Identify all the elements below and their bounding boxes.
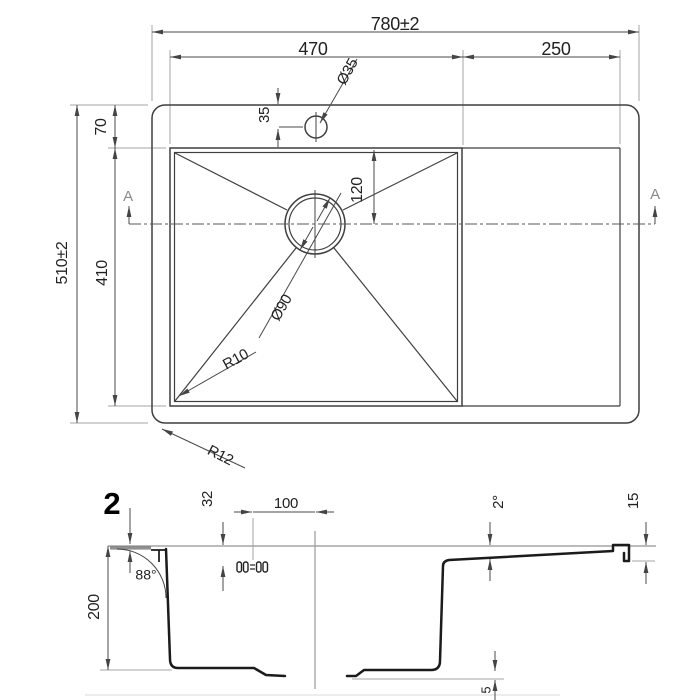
dim-text-drain-diameter: Ø90: [267, 292, 295, 324]
drain-diameter-leader: [258, 192, 342, 339]
section-marker-a-right: A: [650, 186, 660, 203]
corner-radius-leader: [161, 428, 246, 469]
dim-text-base-recess: 5: [478, 686, 493, 693]
dim-text-drainboard-angle: 2°: [490, 495, 507, 509]
dim-text-bowl-radius: R10: [220, 346, 252, 374]
wall-angle-arc: [116, 548, 167, 599]
section-marker-a-left: A: [123, 188, 133, 205]
drain-leader-arrow-2: [299, 226, 314, 251]
mounting-clip-symbol: [236, 561, 269, 573]
dim-text-drain-offset: 120: [349, 177, 366, 203]
dim-text-wall-angle: 88°: [135, 567, 156, 583]
bowl-profile-right: [345, 543, 631, 678]
dim-text-edge-to-bowl: 70: [93, 118, 110, 136]
bowl-inner-rect: [173, 151, 459, 403]
bowl-crease-tr: [342, 152, 458, 211]
dim-text-bowl-length: 410: [94, 260, 111, 286]
bowl-crease-br: [333, 247, 458, 402]
dim-text-mounting-depth: 32: [199, 491, 216, 507]
extension-lines: [70, 25, 640, 424]
clip-dot: [262, 561, 269, 573]
dimension-lines: [74, 29, 639, 469]
section-view: 2 32 100 2° 15 88° 200 5: [85, 486, 656, 700]
dim-text-drainboard-width: 250: [541, 39, 570, 59]
sink-outline: [151, 104, 640, 424]
bowl-radius-leader: [178, 351, 257, 397]
drain-leader-arrow-1: [316, 197, 331, 222]
dim-text-corner-radius: R12: [205, 442, 236, 469]
clip-dot: [236, 561, 243, 573]
section-view-label: 2: [103, 486, 120, 521]
bowl-crease-tl: [174, 152, 288, 211]
bowl-crease-bl: [174, 247, 297, 402]
clip-dot: [242, 561, 249, 573]
outer-rim-rect: [151, 104, 640, 424]
bowl-outer-rect: [169, 147, 463, 407]
faucet-diameter-leader: [319, 58, 358, 124]
dim-text-bowl-width: 470: [298, 39, 327, 59]
dim-text-faucet-offset: 35: [256, 107, 273, 123]
dim-text-hole-spacing: 100: [274, 495, 298, 512]
section-dimension-lines: [105, 508, 649, 700]
clip-dot: [255, 561, 262, 573]
dim-text-edge-height: 15: [625, 493, 642, 509]
top-view: A A 780±2 470 250 Ø35 35 70 120: [54, 14, 660, 469]
dim-text-overall-width: 780±2: [371, 14, 420, 34]
bowl-profile-left: [164, 547, 287, 678]
dim-text-overall-depth: 510±2: [54, 241, 71, 284]
dim-text-faucet-diameter: Ø35: [333, 56, 361, 88]
dim-text-bowl-depth: 200: [86, 594, 103, 620]
